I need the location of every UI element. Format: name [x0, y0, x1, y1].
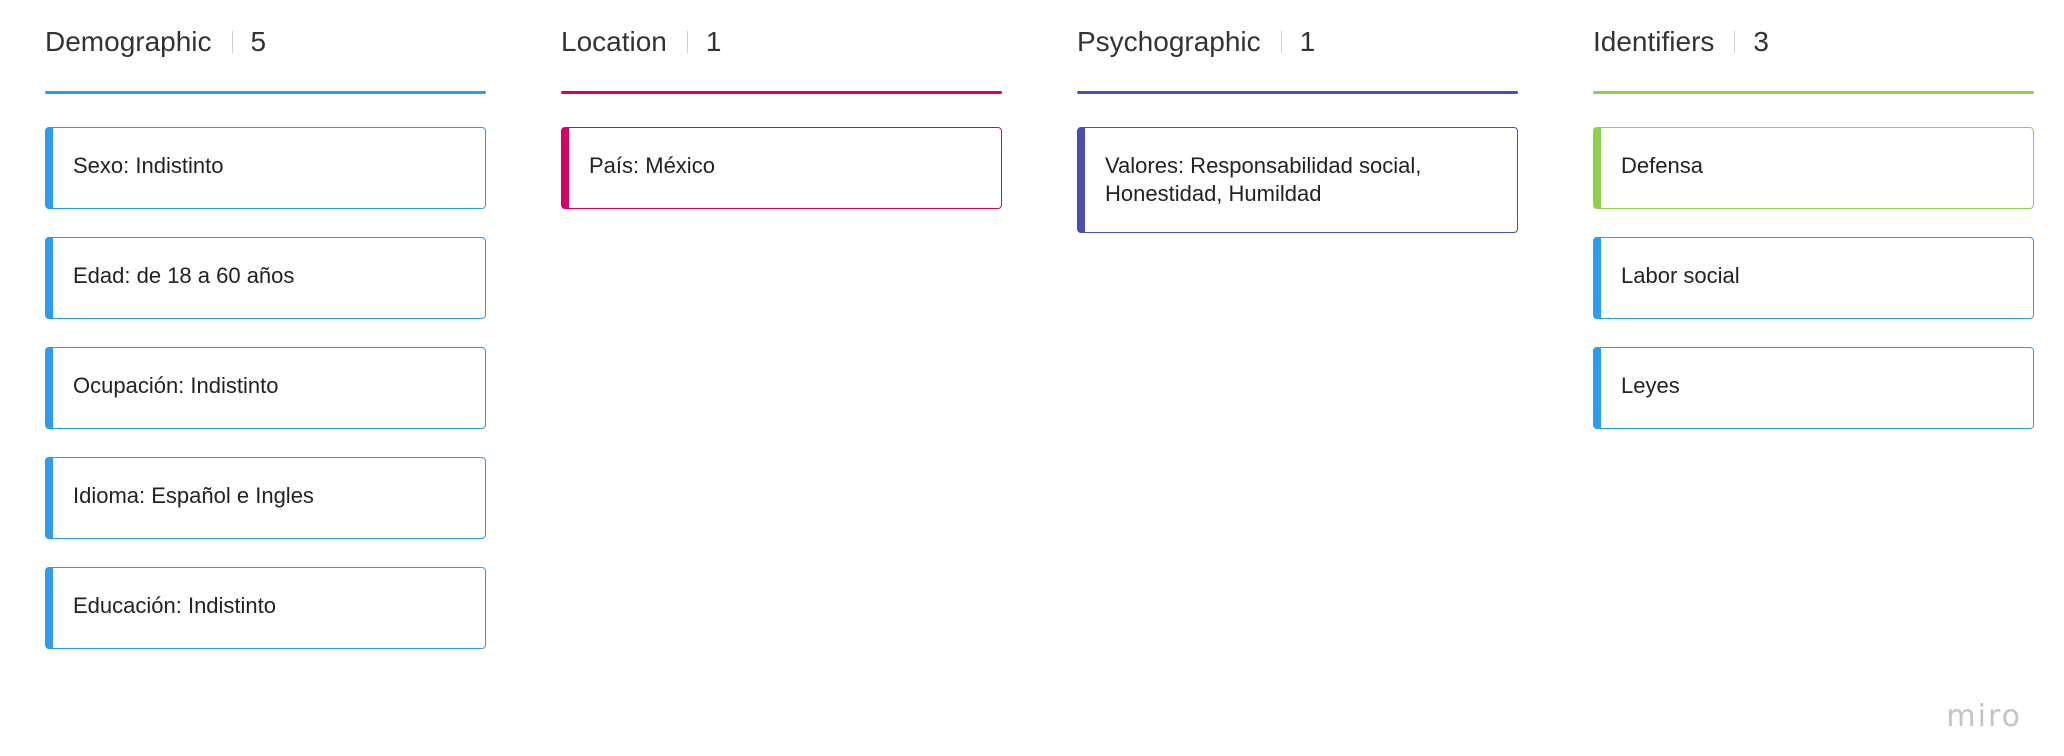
- card-text: Ocupación: Indistinto: [73, 373, 279, 398]
- board: Demographic 5 Sexo: Indistinto Edad: de …: [45, 24, 2034, 649]
- column-header: Location 1: [561, 24, 1002, 60]
- column-header-divider: [1734, 31, 1736, 53]
- card[interactable]: Sexo: Indistinto: [45, 127, 486, 209]
- card-list: Valores: Responsabilidad social, Honesti…: [1077, 127, 1518, 233]
- card[interactable]: Ocupación: Indistinto: [45, 347, 486, 429]
- card-text: Sexo: Indistinto: [73, 153, 224, 178]
- card[interactable]: Edad: de 18 a 60 años: [45, 237, 486, 319]
- card-text: Idioma: Español e Ingles: [73, 483, 314, 508]
- column-header-divider: [1280, 31, 1282, 53]
- column-count: 1: [705, 26, 722, 57]
- card-text: País: México: [589, 153, 715, 178]
- card[interactable]: Leyes: [1593, 347, 2034, 429]
- card[interactable]: Labor social: [1593, 237, 2034, 319]
- card[interactable]: Idioma: Español e Ingles: [45, 457, 486, 539]
- column-header: Psychographic 1: [1077, 24, 1518, 60]
- column-title: Psychographic: [1077, 26, 1261, 57]
- column-location: Location 1 País: México: [561, 24, 1002, 649]
- card[interactable]: País: México: [561, 127, 1002, 209]
- column-rule: [45, 91, 486, 94]
- column-title: Location: [561, 26, 667, 57]
- card[interactable]: Educación: Indistinto: [45, 567, 486, 649]
- column-rule: [1593, 91, 2034, 94]
- column-count: 3: [1753, 26, 1769, 57]
- column-count: 5: [250, 26, 267, 57]
- card-text: Edad: de 18 a 60 años: [73, 263, 295, 288]
- column-demographic: Demographic 5 Sexo: Indistinto Edad: de …: [45, 24, 486, 649]
- card-text: Leyes: [1621, 373, 1680, 398]
- column-header-divider: [686, 31, 688, 53]
- column-psychographic: Psychographic 1 Valores: Responsabilidad…: [1077, 24, 1518, 649]
- card[interactable]: Defensa: [1593, 127, 2034, 209]
- column-identifiers: Identifiers 3 Defensa Labor social Leyes: [1593, 24, 2034, 649]
- column-header-divider: [231, 31, 233, 53]
- column-header: Demographic 5: [45, 24, 486, 60]
- column-count: 1: [1299, 26, 1316, 57]
- card-text: Labor social: [1621, 263, 1740, 288]
- miro-logo: miro: [1946, 699, 2022, 734]
- card-text: Valores: Responsabilidad social, Honesti…: [1105, 153, 1422, 206]
- column-title: Identifiers: [1593, 26, 1715, 57]
- card[interactable]: Valores: Responsabilidad social, Honesti…: [1077, 127, 1518, 233]
- card-list: Sexo: Indistinto Edad: de 18 a 60 años O…: [45, 127, 486, 649]
- card-list: Defensa Labor social Leyes: [1593, 127, 2034, 429]
- card-list: País: México: [561, 127, 1002, 209]
- card-text: Defensa: [1621, 153, 1703, 178]
- column-title: Demographic: [45, 26, 212, 57]
- column-rule: [1077, 91, 1518, 94]
- card-text: Educación: Indistinto: [73, 593, 277, 618]
- column-header: Identifiers 3: [1593, 24, 2034, 60]
- column-rule: [561, 91, 1002, 94]
